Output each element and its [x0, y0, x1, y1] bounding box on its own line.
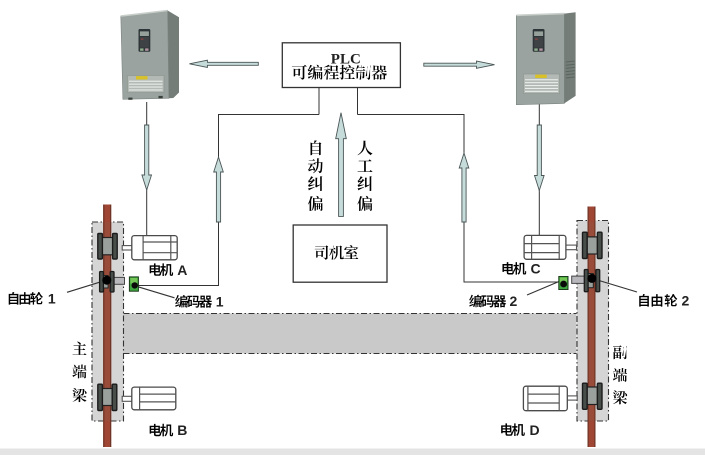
svg-text:B: B — [177, 422, 187, 438]
svg-text:PLC: PLC — [331, 51, 361, 67]
svg-text:D: D — [530, 422, 540, 438]
svg-text:2: 2 — [682, 293, 690, 309]
svg-text:A: A — [177, 262, 187, 278]
svg-text:2: 2 — [510, 293, 518, 309]
svg-text:C: C — [531, 261, 541, 277]
svg-text:1: 1 — [216, 294, 224, 310]
svg-text:1: 1 — [48, 291, 56, 307]
